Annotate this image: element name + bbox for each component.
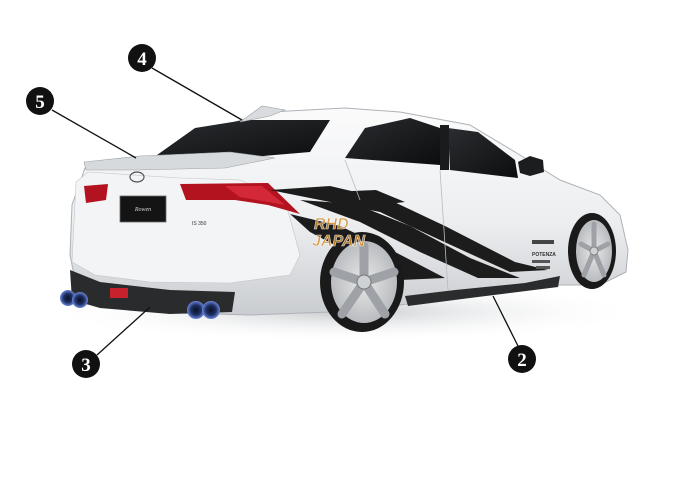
side-window-rear bbox=[345, 118, 440, 165]
callout-number: 3 bbox=[81, 355, 91, 376]
model-badge: IS 350 bbox=[192, 221, 207, 227]
rear-window bbox=[150, 120, 330, 160]
callout-number: 2 bbox=[517, 350, 527, 371]
side-skirt bbox=[405, 276, 560, 306]
roof-spoiler bbox=[239, 105, 287, 123]
watermark: RHD JAPAN bbox=[312, 216, 366, 251]
exhaust-tip bbox=[202, 301, 220, 319]
callout-number: 4 bbox=[137, 49, 147, 70]
exhaust-tip bbox=[72, 292, 88, 308]
watermark-line1: RHD bbox=[314, 216, 349, 233]
exhaust-tip bbox=[60, 290, 76, 306]
leader-line-3 bbox=[96, 306, 151, 356]
front-wheel bbox=[568, 213, 616, 289]
side-mirror bbox=[518, 156, 544, 176]
trunk-spoiler bbox=[83, 151, 276, 171]
plate-brand-label: Rowen bbox=[134, 207, 151, 213]
side-decal-text: POTENZA bbox=[532, 252, 556, 258]
rear-wheel bbox=[320, 232, 404, 332]
callout-3: 3 bbox=[72, 350, 100, 378]
watermark-line2: JAPAN bbox=[312, 233, 365, 250]
callout-number: 5 bbox=[35, 92, 45, 113]
leader-line-5 bbox=[51, 109, 137, 159]
exhaust-tip bbox=[187, 301, 205, 319]
callout-5: 5 bbox=[26, 87, 54, 115]
taillight-left bbox=[84, 184, 108, 203]
leader-line-4 bbox=[151, 67, 243, 121]
side-window-front bbox=[448, 128, 518, 178]
brand-emblem bbox=[129, 171, 145, 183]
callout-2: 2 bbox=[508, 345, 536, 373]
leader-line-2 bbox=[492, 295, 520, 349]
taillight-right bbox=[180, 183, 300, 214]
callout-4: 4 bbox=[128, 44, 156, 72]
car-body: Rowen IS 350 POTENZA bbox=[60, 105, 629, 332]
license-plate bbox=[119, 195, 167, 223]
